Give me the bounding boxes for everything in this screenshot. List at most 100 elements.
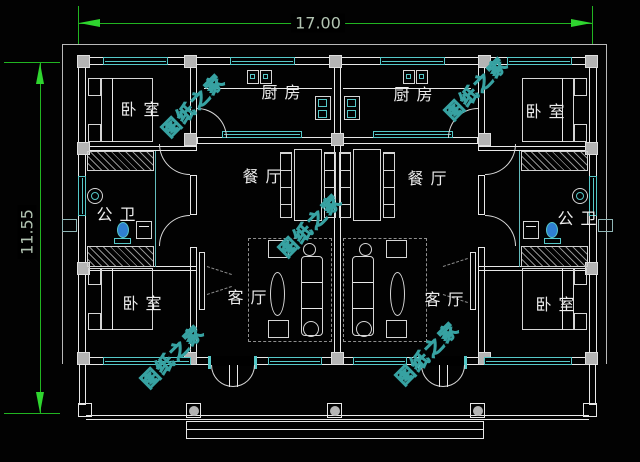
porch-side-wall xyxy=(79,364,86,405)
room-label-living-left: 客厅 xyxy=(227,288,274,307)
bed-pillow-line xyxy=(562,268,563,330)
washbasin xyxy=(87,188,103,204)
bed-pillow-line xyxy=(112,268,113,330)
tv-ray xyxy=(442,257,468,267)
kitchen-counter xyxy=(204,88,332,89)
dim-arrow-up xyxy=(36,63,44,84)
room-label-living-right: 客厅 xyxy=(424,290,471,309)
toilet xyxy=(117,222,129,238)
door-swing xyxy=(159,144,190,175)
room-label-kitchen-right: 厨房 xyxy=(393,85,440,104)
toilet-tank xyxy=(114,238,131,244)
stove-burner xyxy=(318,99,327,107)
porch-column xyxy=(327,403,342,418)
tv-ray xyxy=(206,266,232,276)
sink-basin xyxy=(419,74,424,79)
column-block xyxy=(585,55,598,68)
sofa-cushion-line xyxy=(302,308,322,309)
nightstand xyxy=(574,313,587,330)
nightstand xyxy=(88,78,101,96)
bathroom-partition xyxy=(519,151,520,267)
wardrobe xyxy=(87,246,154,267)
door-jamb xyxy=(418,356,421,369)
eave-line-right xyxy=(606,44,607,364)
plant xyxy=(356,321,372,337)
wall-interior xyxy=(190,175,197,215)
door-jamb xyxy=(208,356,211,369)
wall-kitchen-dining xyxy=(197,137,334,144)
column-block xyxy=(77,55,90,68)
column-block xyxy=(478,55,491,68)
cabinet-line xyxy=(139,226,149,227)
kitchen-sink xyxy=(416,70,428,84)
wall-kitchen-dining xyxy=(341,137,478,144)
porch-corner-block xyxy=(583,403,597,417)
room-label-bedroom-tr: 卧室 xyxy=(525,102,572,121)
tv-panel xyxy=(199,252,205,310)
door-leaf-line xyxy=(229,365,230,387)
porch-column-circle xyxy=(330,406,340,416)
sofa-cushion-line xyxy=(302,282,322,283)
porch-side-wall xyxy=(589,364,596,405)
column-block xyxy=(77,142,90,155)
sofa-cushion-line xyxy=(353,308,373,309)
bed xyxy=(101,268,153,330)
nightstand xyxy=(88,124,101,142)
dim-arrow-down xyxy=(36,392,44,413)
nightstand xyxy=(574,268,587,285)
dim-extension-line xyxy=(4,413,60,414)
dim-arrow-left xyxy=(79,19,100,27)
door-opening xyxy=(419,356,466,366)
washbasin-bowl xyxy=(576,192,584,200)
dim-extension-line xyxy=(78,6,79,44)
exterior-unit xyxy=(598,219,613,232)
column-block xyxy=(329,55,342,68)
wardrobe xyxy=(87,151,154,171)
nightstand xyxy=(88,268,101,285)
dining-chairs xyxy=(280,152,292,218)
dim-line-left xyxy=(40,62,41,413)
armchair xyxy=(386,320,407,338)
window xyxy=(589,176,597,216)
porch-column xyxy=(470,403,485,418)
bed xyxy=(101,78,153,142)
door-jamb xyxy=(464,356,467,369)
sofa-cushion-line xyxy=(353,282,373,283)
porch-corner-block xyxy=(78,403,92,417)
window xyxy=(353,357,407,365)
room-label-bathroom-right: 公卫 xyxy=(557,209,604,228)
bath-cabinet xyxy=(136,221,152,239)
dining-table xyxy=(353,149,381,221)
washbasin xyxy=(572,188,588,204)
dining-table xyxy=(294,149,322,221)
porch-edge-line xyxy=(86,419,589,420)
porch-column-circle xyxy=(473,406,483,416)
armchair xyxy=(268,320,289,338)
stove-burner xyxy=(347,110,356,118)
sink-basin xyxy=(406,74,411,79)
door-leaf-line xyxy=(237,365,238,387)
dim-arrow-right xyxy=(571,19,592,27)
porch-column-circle xyxy=(189,406,199,416)
dim-extension-line xyxy=(4,62,60,63)
window xyxy=(103,357,191,365)
bed-pillow-line xyxy=(562,78,563,142)
bed-pillow-line xyxy=(112,78,113,142)
kitchen-sink xyxy=(247,70,259,84)
window xyxy=(507,57,572,65)
wardrobe xyxy=(521,246,588,267)
column-block xyxy=(478,133,491,146)
window xyxy=(78,176,86,216)
kitchen-counter xyxy=(343,88,471,89)
porch-step-line xyxy=(187,429,483,430)
room-label-bedroom-tl: 卧室 xyxy=(120,100,167,119)
porch-edge-line xyxy=(86,415,589,416)
wardrobe xyxy=(521,151,588,171)
window xyxy=(484,357,572,365)
bath-cabinet xyxy=(523,221,539,239)
door-swing xyxy=(485,144,516,175)
coffee-table xyxy=(390,272,405,316)
door-swing xyxy=(159,215,190,246)
room-label-dining-left: 餐厅 xyxy=(242,167,289,186)
